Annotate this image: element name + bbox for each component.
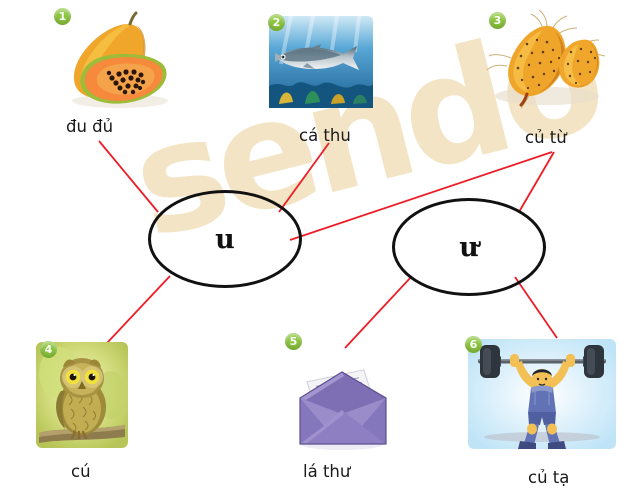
item-label-6: củ tạ — [528, 468, 570, 487]
item-label-4: cú — [71, 462, 91, 481]
mackerel-icon — [265, 12, 377, 112]
item-label-1: đu đủ — [66, 117, 114, 136]
item-label-5: lá thư — [303, 462, 351, 481]
oval-u[interactable]: u — [148, 190, 302, 288]
item-card-5[interactable]: 5 — [285, 333, 396, 456]
item-card-6[interactable]: 6 — [462, 333, 622, 455]
badge-3: 3 — [489, 12, 506, 29]
badge-6: 6 — [465, 336, 482, 353]
badge-2: 2 — [268, 14, 285, 31]
connector-line-6 — [514, 276, 558, 339]
papaya-icon — [50, 8, 182, 112]
item-label-2: cá thu — [299, 126, 351, 145]
item-card-3[interactable]: 3 — [485, 8, 607, 110]
envelope-icon — [286, 352, 396, 456]
item-card-2[interactable]: 2 — [265, 12, 377, 112]
oval-uw[interactable]: ư — [392, 198, 546, 296]
item-card-1[interactable]: 1 — [50, 8, 182, 112]
connector-line-3b — [518, 151, 555, 213]
item-card-4[interactable]: 4 — [27, 333, 137, 455]
weightlifter-icon — [462, 333, 622, 455]
connector-line-5 — [344, 275, 413, 349]
badge-4: 4 — [40, 341, 57, 358]
connector-line-2 — [278, 142, 330, 213]
item-label-3: củ từ — [525, 128, 567, 147]
badge-1: 1 — [54, 8, 71, 25]
oval-u-glyph: u — [215, 223, 235, 255]
connector-line-1 — [98, 140, 159, 213]
tuber-icon — [485, 8, 607, 110]
badge-5: 5 — [285, 333, 302, 350]
oval-uw-glyph: ư — [459, 231, 479, 263]
owl-icon — [27, 333, 137, 455]
